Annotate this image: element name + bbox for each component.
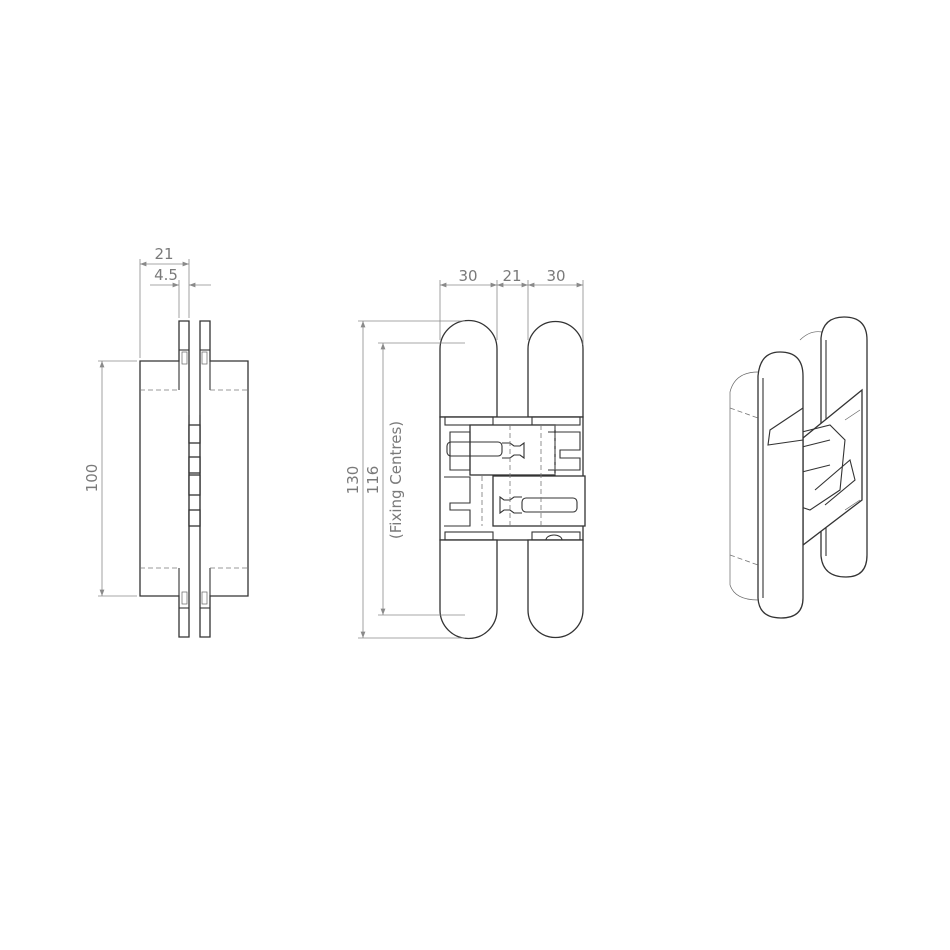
dimension-30-21-30: 30 21 30 bbox=[439, 267, 584, 345]
dimension-21: 21 bbox=[139, 245, 190, 358]
left-body bbox=[139, 320, 190, 638]
dim-leaf-right-label: 30 bbox=[546, 267, 565, 285]
dimension-100: 100 bbox=[83, 360, 137, 597]
dimension-4-5: 4.5 bbox=[150, 266, 211, 318]
dim-fixing-note: (Fixing Centres) bbox=[387, 421, 405, 539]
dim-overall-label: 130 bbox=[344, 466, 362, 495]
dim-leaf-left-label: 30 bbox=[458, 267, 477, 285]
leaf-right-bottom bbox=[527, 539, 584, 639]
mechanism-detail bbox=[444, 416, 586, 541]
leaf-right-top bbox=[527, 320, 584, 418]
dimension-116: 116 (Fixing Centres) bbox=[364, 342, 465, 616]
front-left-leaf bbox=[757, 351, 804, 619]
back-leaf bbox=[729, 371, 759, 601]
dim-fixing-label: 116 bbox=[364, 466, 382, 495]
dim-flange-label: 4.5 bbox=[154, 266, 178, 284]
front-view: 30 21 30 130 116 (Fixing Centres) bbox=[344, 267, 586, 640]
dim-height-label: 100 bbox=[83, 464, 101, 493]
dim-width-label: 21 bbox=[154, 245, 173, 263]
perspective-view bbox=[729, 316, 868, 619]
leaf-left-top bbox=[439, 319, 498, 418]
side-view: 21 4.5 100 bbox=[83, 245, 249, 638]
right-body bbox=[199, 320, 249, 638]
dim-gap-label: 21 bbox=[502, 267, 521, 285]
leaf-left-bottom bbox=[439, 539, 498, 640]
knuckles bbox=[188, 415, 201, 540]
dimension-130: 130 bbox=[344, 320, 465, 639]
